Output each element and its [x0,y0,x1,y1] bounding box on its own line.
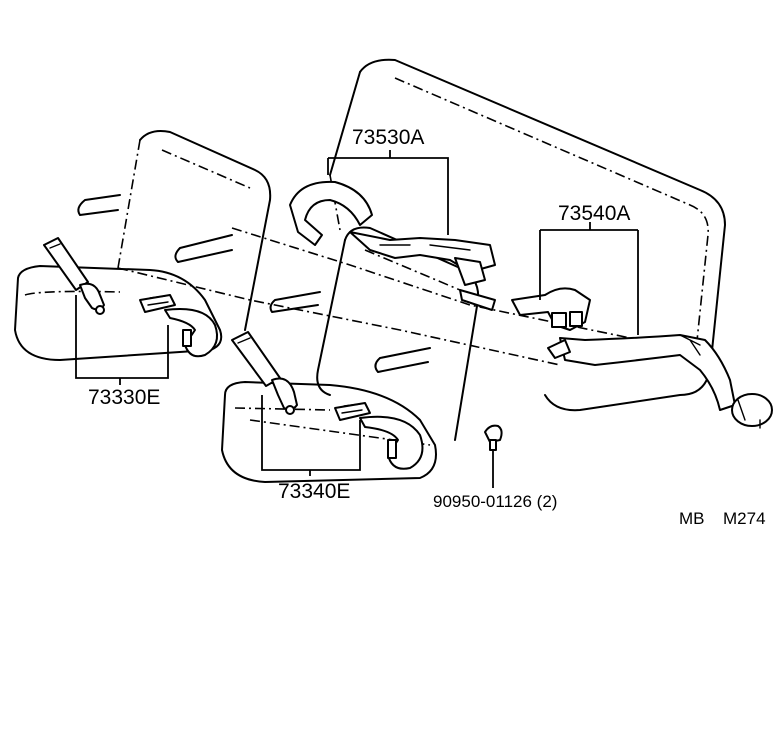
leader-73540A [539,222,639,335]
leader-73330E [75,295,169,385]
left-seat [14,130,561,366]
label-code-m274: M274 [723,509,766,528]
label-code-mb: MB [679,509,705,528]
leader-73340E [261,395,361,476]
belt-73540A [511,287,773,429]
belt-73530A [289,180,496,311]
buckle-73330E [43,237,218,358]
label-73340E: 73340E [278,480,350,503]
bolt-90950-01126 [484,424,503,451]
label-90950-01126: 90950-01126 (2) [433,492,557,511]
floor-line [231,227,641,341]
label-73530A: 73530A [352,126,424,149]
leader-73530A [327,150,449,235]
label-73540A: 73540A [558,202,630,225]
center-seat-cushion [221,381,437,483]
label-73330E: 73330E [88,386,160,409]
buckle-73340E [231,331,424,470]
